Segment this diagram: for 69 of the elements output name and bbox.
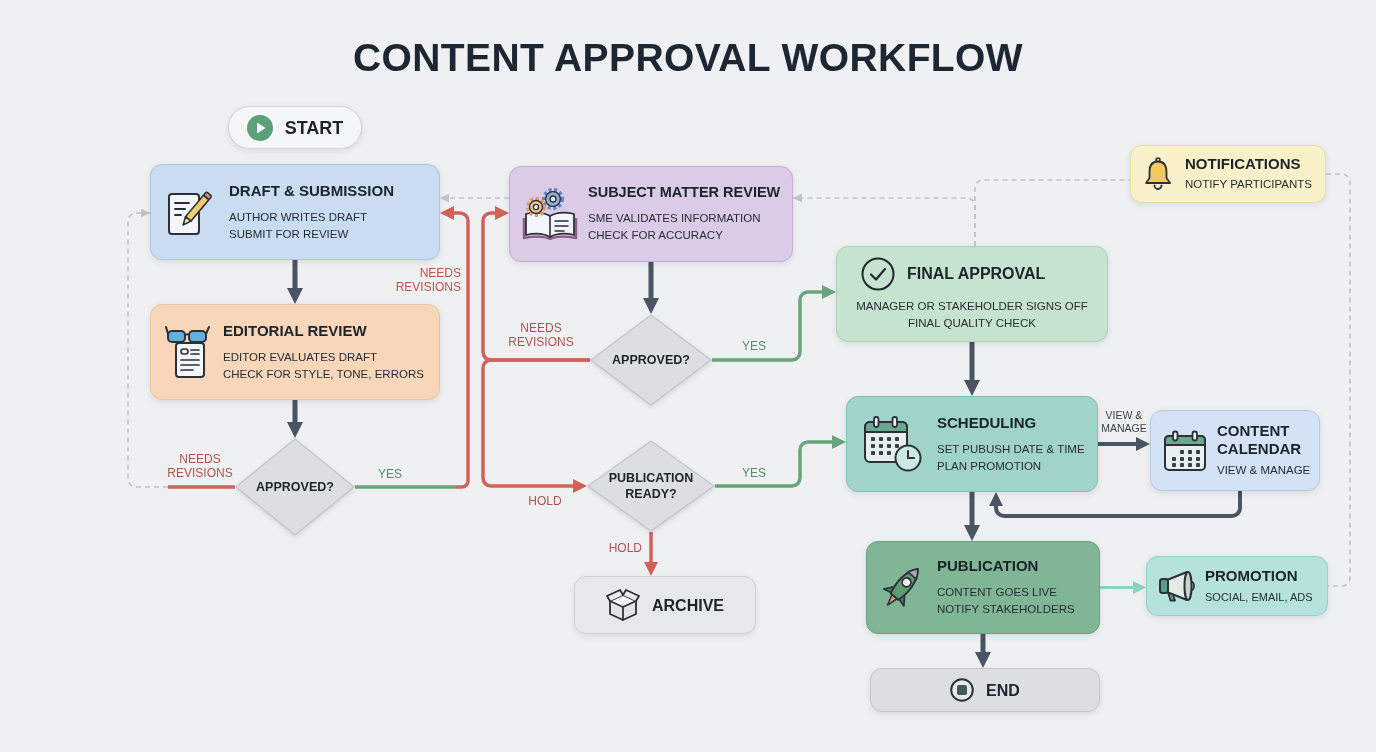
- step-description: CHECK FOR ACCURACY: [588, 228, 723, 243]
- dashed-line: [974, 179, 1131, 247]
- step-description: EDITOR EVALUATES DRAFT: [223, 349, 377, 365]
- diagram-title: CONTENT APPROVAL WORKFLOW: [352, 36, 1024, 80]
- dashed-arrow: [127, 208, 235, 489]
- edge-label: HOLD: [527, 494, 563, 508]
- step-description: SME VALIDATES INFORMATION: [588, 211, 761, 226]
- edge-label: VIEW & MANAGE: [1100, 409, 1148, 435]
- process-box: [150, 164, 440, 260]
- step-description: AUTHOR WRITES DRAFT: [229, 209, 367, 225]
- step-description: CONTENT GOES LIVE: [937, 585, 1057, 600]
- arrow: [715, 435, 846, 488]
- terminal-label: START: [284, 116, 344, 139]
- arrow: [481, 358, 590, 493]
- dashed-arrow: [439, 193, 510, 203]
- arrow: [1100, 581, 1146, 594]
- step-description: SOCIAL, EMAIL, ADS: [1205, 589, 1313, 605]
- edge-label: NEEDS REVISIONS: [166, 452, 234, 480]
- arrow: [355, 206, 470, 489]
- step-title: FINAL APPROVAL: [907, 264, 1046, 283]
- arrow: [964, 492, 980, 541]
- step-title: PUBLICATION: [937, 557, 1039, 575]
- step-title: NOTIFICATIONS: [1185, 155, 1301, 173]
- arrow: [1098, 437, 1150, 451]
- step-description: NOTIFY PARTICIPANTS: [1185, 177, 1312, 192]
- edge-label: YES: [741, 466, 767, 480]
- terminal-label: ARCHIVE: [652, 595, 724, 615]
- edge-label: YES: [377, 467, 403, 481]
- step-title: CONTENT CALENDAR: [1217, 422, 1303, 458]
- process-box: [150, 304, 440, 400]
- arrow: [712, 285, 836, 362]
- step-description: FINAL QUALITY CHECK: [908, 315, 1036, 331]
- step-title: SCHEDULING: [937, 413, 1037, 432]
- start-terminal: [228, 106, 362, 149]
- terminal-label: END: [986, 680, 1020, 700]
- step-description: SUBMIT FOR REVIEW: [229, 226, 349, 242]
- line-label: NEEDS REVISIONS: [394, 266, 461, 294]
- step-description: MANAGER OR STAKEHOLDER SIGNS OFF: [856, 298, 1088, 314]
- arrow: [287, 400, 303, 438]
- arrow: [644, 532, 658, 576]
- step-title: PROMOTION: [1205, 566, 1298, 585]
- step-description: CHECK FOR STYLE, TONE, ERRORS: [223, 366, 424, 382]
- process-box: [866, 541, 1100, 634]
- arrow: [964, 342, 980, 396]
- edge-label: HOLD: [607, 541, 642, 555]
- process-box: [509, 166, 793, 262]
- step-description: SET PUBUSH DATE & TIME: [937, 441, 1085, 457]
- edge-label: NEEDS REVISIONS: [507, 321, 575, 349]
- arrow: [975, 634, 991, 668]
- dashed-line: [1325, 173, 1351, 587]
- process-box: [846, 396, 1098, 492]
- process-box: [1150, 410, 1320, 491]
- decision-question: APPROVED?: [256, 479, 334, 495]
- process-box: [1130, 145, 1326, 203]
- process-box: [836, 246, 1108, 342]
- edge-label: YES: [741, 339, 767, 353]
- arrow: [643, 262, 659, 314]
- step-title: EDITORIAL REVIEW: [223, 321, 367, 340]
- process-box: [1146, 556, 1328, 616]
- step-title: SUBJECT MATTER REVIEW: [588, 184, 781, 201]
- process-box: [574, 576, 756, 634]
- step-description: PLAN PROMOTION: [937, 458, 1042, 474]
- step-description: NOTIFY STAKEHOLDERS: [937, 602, 1075, 617]
- step-description: VIEW & MANAGE: [1217, 463, 1311, 478]
- step-title: DRAFT & SUBMISSION: [229, 181, 394, 200]
- end-terminal: [870, 668, 1100, 712]
- decision-question: APPROVED?: [612, 352, 690, 368]
- arrow: [287, 260, 303, 304]
- decision-question: PUBLICATION READY?: [608, 470, 694, 502]
